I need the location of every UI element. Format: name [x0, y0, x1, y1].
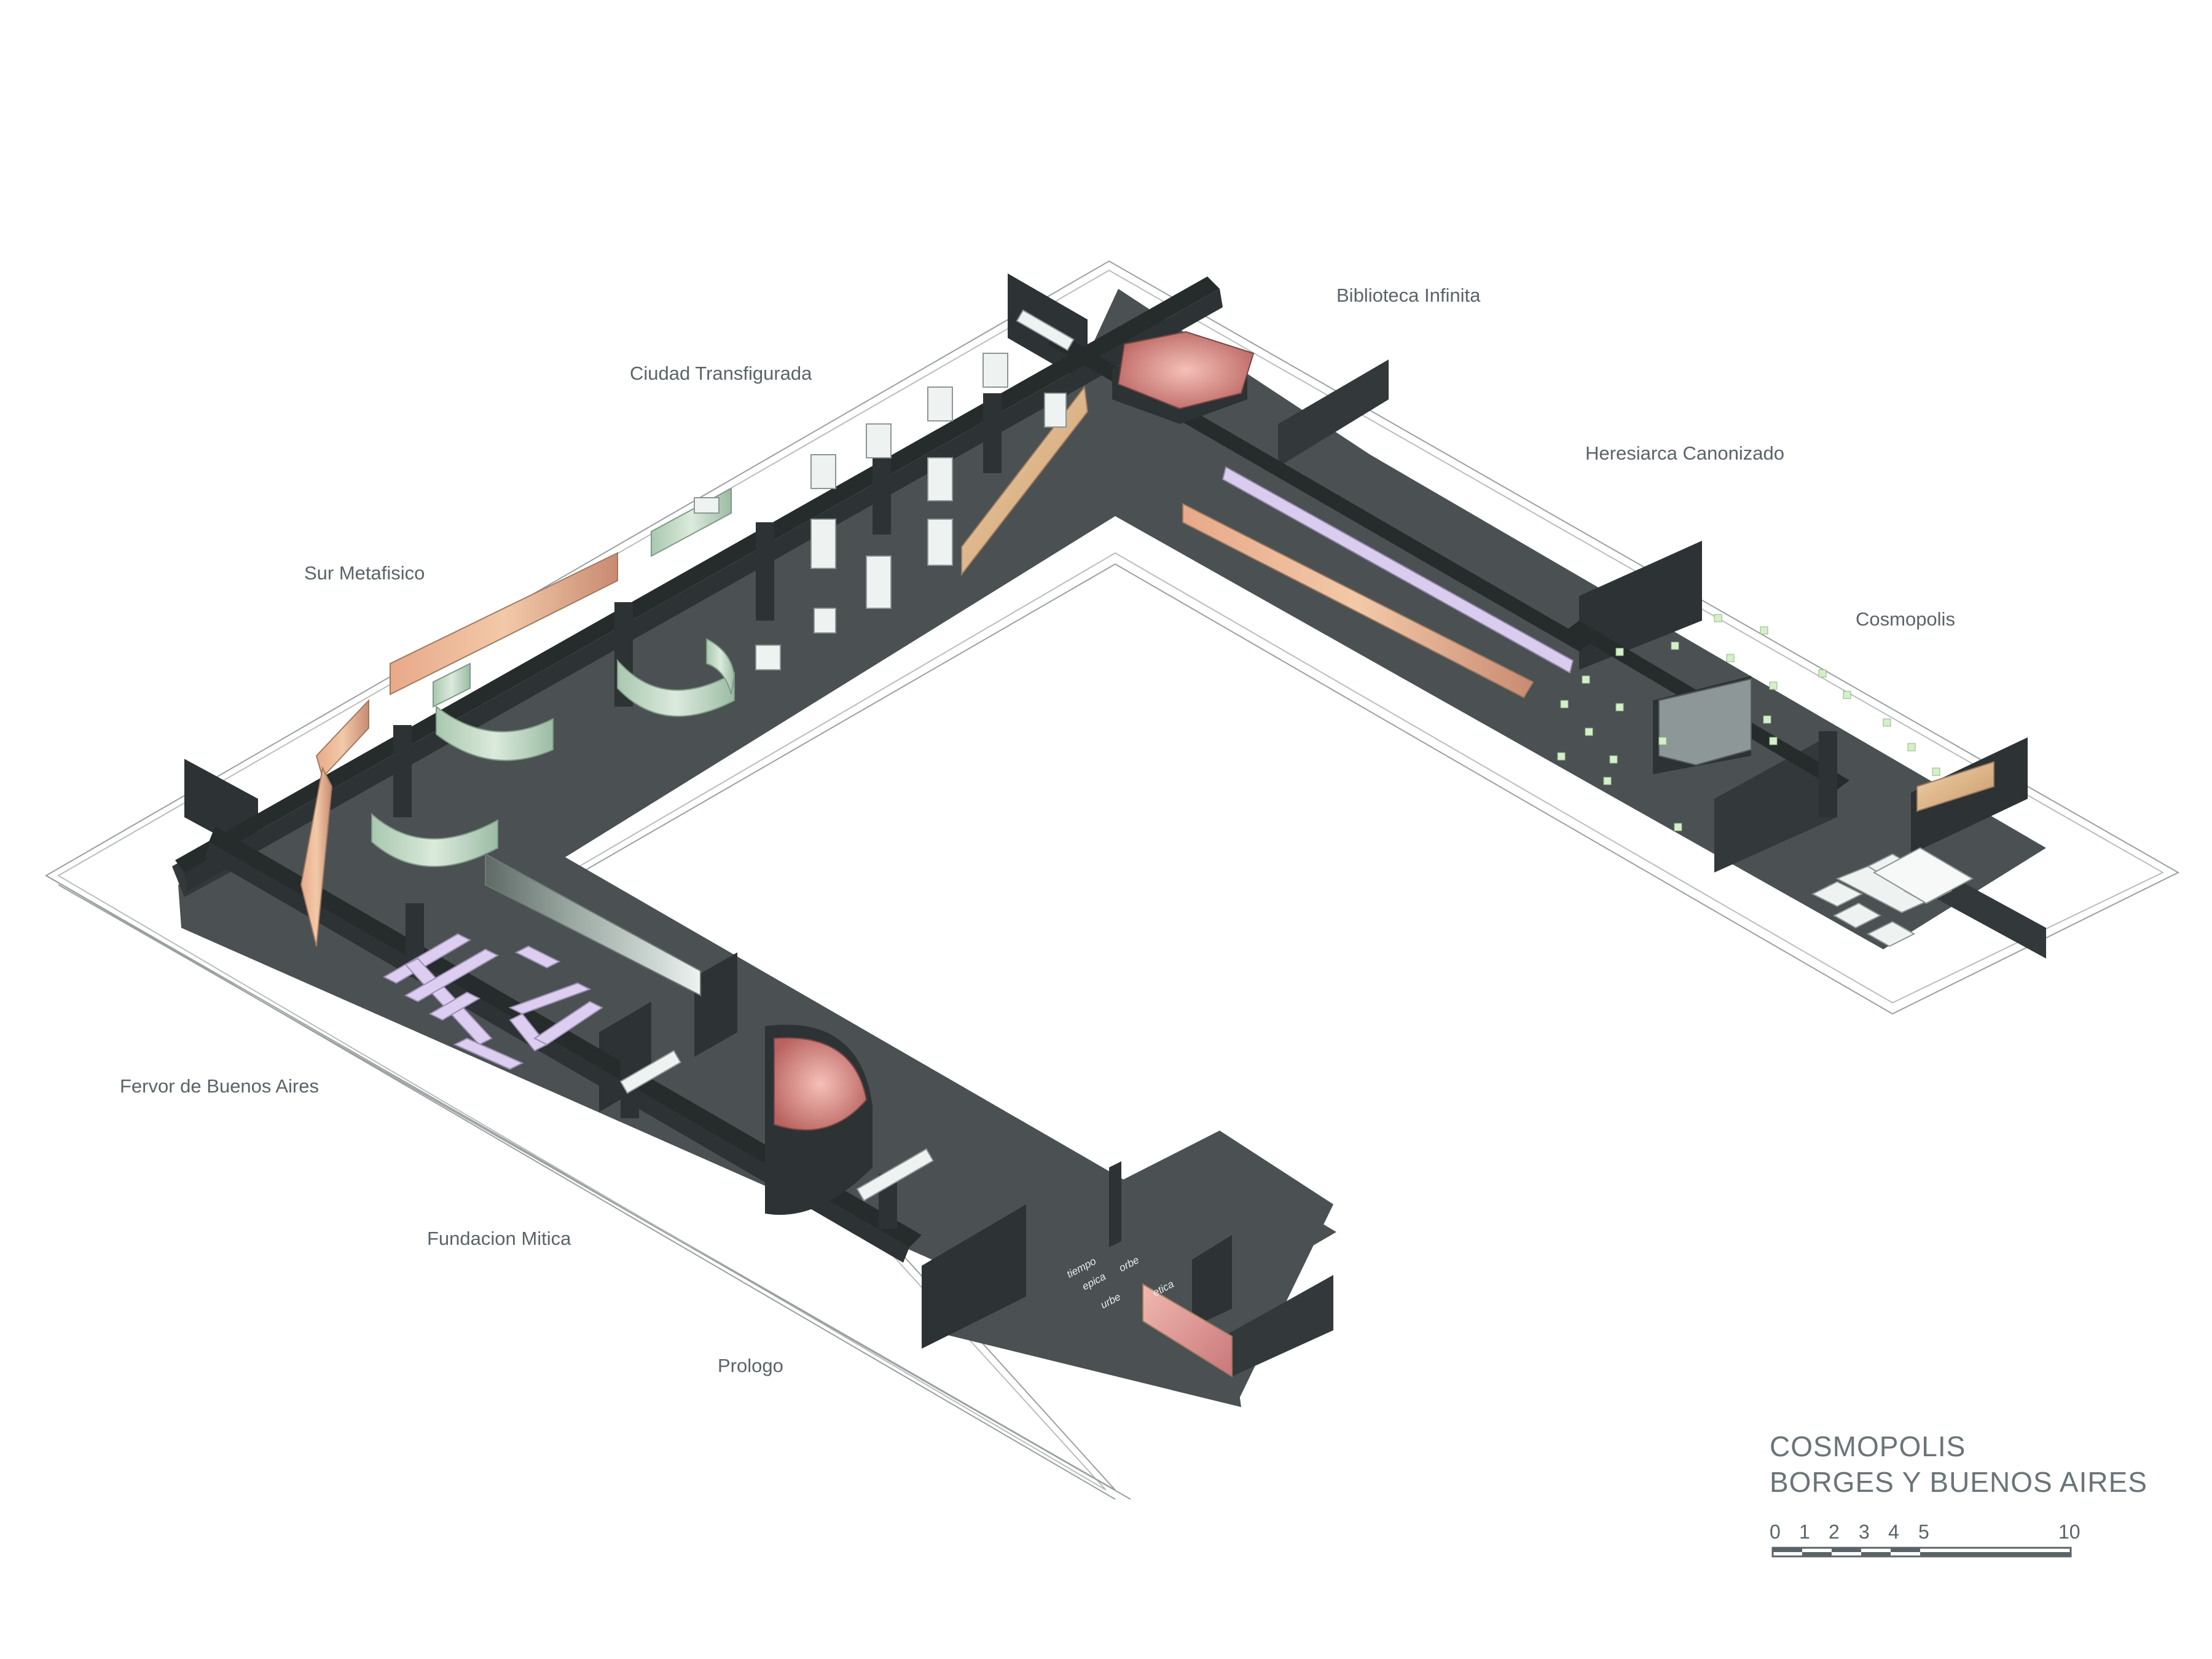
label-heresiarca-canonizado: Heresiarca Canonizado	[1585, 442, 1784, 464]
title-block: COSMOPOLIS BORGES Y BUENOS AIRES	[1770, 1429, 2147, 1500]
scale-tick-5: 5	[1918, 1521, 1929, 1543]
scale-tick-10: 10	[2058, 1521, 2081, 1543]
light-strip	[1222, 466, 1574, 674]
cosmopolis-tables	[1811, 847, 1974, 947]
scale-bar: 0 1 2 3 4 5 10	[1770, 1521, 2081, 1564]
photo-wall	[485, 853, 701, 997]
scale-bar-graphic	[1771, 1547, 2072, 1558]
label-sur-metafisico: Sur Metafisico	[304, 562, 425, 584]
building-outline	[44, 260, 2180, 1500]
walls	[172, 273, 2046, 1376]
vitrines	[619, 309, 1075, 1202]
label-fundacion-mitica: Fundacion Mitica	[427, 1228, 571, 1249]
floor-maze	[382, 933, 603, 1070]
scale-tick-2: 2	[1829, 1521, 1840, 1543]
glass-screens	[371, 487, 735, 868]
label-prologo: Prologo	[718, 1355, 783, 1376]
label-ciudad-transfigurada: Ciudad Transfigurada	[630, 363, 812, 384]
projection-rooms	[765, 331, 1752, 1215]
label-biblioteca-infinita: Biblioteca Infinita	[1336, 284, 1481, 306]
scale-tick-1: 1	[1799, 1521, 1810, 1543]
scale-tick-4: 4	[1888, 1521, 1899, 1543]
cosmopolis-lights	[1557, 614, 1940, 831]
scale-tick-0: 0	[1770, 1521, 1781, 1543]
scale-tick-3: 3	[1859, 1521, 1870, 1543]
title-line-1: COSMOPOLIS	[1770, 1430, 1966, 1462]
display-panels	[300, 385, 1994, 1378]
label-cosmopolis: Cosmopolis	[1856, 608, 1955, 630]
title-line-2: BORGES Y BUENOS AIRES	[1770, 1466, 2147, 1498]
label-fervor-de-buenos-aires: Fervor de Buenos Aires	[120, 1075, 319, 1097]
